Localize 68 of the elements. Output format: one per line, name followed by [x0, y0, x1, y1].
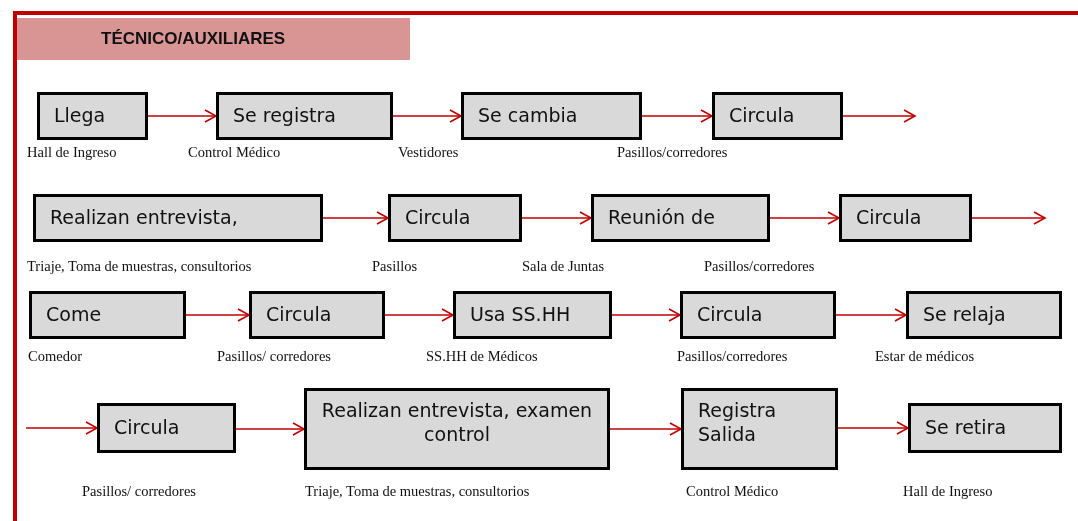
process-box: [388, 194, 522, 242]
arrow: [611, 308, 681, 322]
step-text: Circula: [114, 416, 180, 440]
process-box: [33, 194, 323, 242]
location-label: Sala de Juntas: [522, 258, 605, 275]
location-label: Vestidores: [398, 144, 459, 161]
location-label: Pasillos/corredores: [704, 258, 815, 275]
process-box: [906, 291, 1062, 339]
arrow: [609, 422, 682, 436]
arrow: [521, 211, 592, 225]
location-label: Control Médico: [188, 144, 281, 161]
arrow: [322, 211, 389, 225]
arrow: [842, 109, 916, 123]
arrow: [384, 308, 454, 322]
arrow: [25, 421, 98, 435]
step-text: Circula: [729, 104, 795, 128]
step-text: Se cambia: [478, 104, 578, 128]
step-text: Reunión de: [608, 206, 715, 230]
process-box: [591, 194, 770, 242]
arrow: [235, 422, 305, 436]
step-text: Llega: [54, 104, 106, 128]
step-text: Come: [46, 303, 102, 327]
location-label: Control Médico: [686, 483, 779, 500]
location-label: SS.HH de Médicos: [426, 348, 538, 365]
process-box: [249, 291, 385, 339]
process-box: [712, 92, 843, 140]
title-banner: TÉCNICO/AUXILIARES: [17, 18, 410, 60]
step-text: Circula: [266, 303, 332, 327]
step-text: Registra Salida: [698, 399, 778, 447]
arrow: [769, 211, 840, 225]
step-text: Se registra: [233, 104, 336, 128]
location-label: Hall de Ingreso: [27, 144, 117, 161]
step-text: Usa SS.HH: [470, 303, 571, 327]
location-label: Pasillos/ corredores: [217, 348, 331, 365]
process-box: [908, 403, 1062, 453]
arrow: [392, 109, 462, 123]
step-text: Realizan entrevista,: [50, 206, 238, 230]
process-box: [37, 92, 148, 140]
process-box: [839, 194, 972, 242]
process-box: [680, 291, 836, 339]
arrow: [971, 211, 1046, 225]
location-label: Triaje, Toma de muestras, consultorios: [305, 483, 530, 500]
location-label: Estar de médicos: [875, 348, 975, 365]
process-box: [681, 388, 838, 470]
location-label: Comedor: [28, 348, 82, 365]
location-label: Triaje, Toma de muestras, consultorios: [27, 258, 252, 275]
step-text: Se relaja: [923, 303, 1006, 327]
step-text: Realizan entrevista, examen control: [321, 399, 593, 447]
location-label: Pasillos/corredores: [677, 348, 788, 365]
process-box: [461, 92, 642, 140]
process-box: [216, 92, 393, 140]
location-label: Pasillos/corredores: [617, 144, 728, 161]
step-text: Circula: [856, 206, 922, 230]
step-text: Circula: [697, 303, 763, 327]
arrow: [185, 308, 250, 322]
process-box: [453, 291, 612, 339]
process-box: [29, 291, 186, 339]
arrow: [147, 109, 217, 123]
arrow: [641, 109, 713, 123]
location-label: Hall de Ingreso: [903, 483, 993, 500]
arrow: [835, 308, 907, 322]
location-label: Pasillos/ corredores: [82, 483, 196, 500]
step-text: Circula: [405, 206, 471, 230]
process-box: [97, 403, 236, 453]
step-text: Se retira: [925, 416, 1007, 440]
location-label: Pasillos: [372, 258, 418, 275]
arrow: [837, 421, 909, 435]
process-box: [304, 388, 610, 470]
